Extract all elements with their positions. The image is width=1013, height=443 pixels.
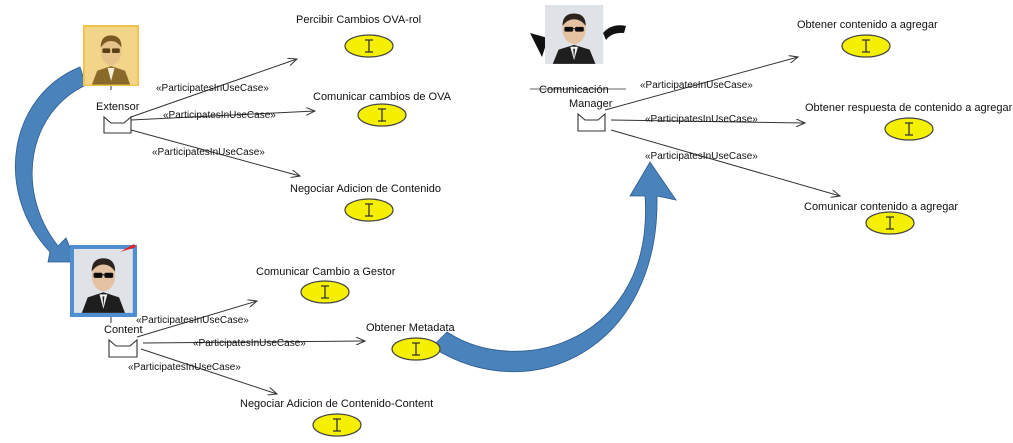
goal-negociar-adicion[interactable]: Negociar Adicion de Contenido [290, 183, 441, 222]
goal-label: Obtener Metadata [366, 322, 456, 334]
goal-glyph-icon [365, 203, 373, 217]
flow-arrow-extensor-to-content [14, 66, 87, 263]
goal-glyph-icon [886, 216, 894, 230]
goal-comunicar-cambios[interactable]: Comunicar cambios de OVA [313, 91, 452, 127]
goal-label: Obtener respuesta de contenido a agregar [805, 102, 1013, 114]
content-connector-1-label: «ParticipatesInUseCase» [136, 315, 249, 326]
manager-connector-3-label: «ParticipatesInUseCase» [645, 151, 758, 162]
goal-glyph-icon [378, 108, 386, 122]
content-connector-2 [142, 341, 365, 343]
goal-percibir-cambios[interactable]: Percibir Cambios OVA-rol [296, 14, 421, 58]
content-avatar [70, 244, 137, 323]
goal-label: Comunicar contenido a agregar [804, 201, 958, 213]
goal-glyph-icon [905, 122, 913, 136]
goal-label: Negociar Adicion de Contenido-Content [240, 398, 433, 410]
content-connector-3-label: «ParticipatesInUseCase» [128, 362, 241, 373]
extensor-role-label: Extensor [96, 101, 140, 113]
extensor-connector-3-label: «ParticipatesInUseCase» [152, 147, 265, 158]
manager-role-box[interactable] [577, 112, 606, 132]
extensor-connector-1-label: «ParticipatesInUseCase» [156, 83, 269, 94]
flow-arrow-content-to-manager [431, 161, 677, 372]
goal-glyph-icon [412, 342, 420, 356]
goal-negociar-adicion-content[interactable]: Negociar Adicion de Contenido-Content [240, 398, 433, 437]
extensor-avatar [83, 25, 139, 90]
manager-avatar [530, 5, 626, 64]
content-connector-2-label: «ParticipatesInUseCase» [193, 338, 306, 349]
manager-role-label-line2: Manager [569, 98, 613, 110]
content-connector-1 [136, 301, 257, 338]
goal-glyph-icon [333, 418, 341, 432]
extensor-connector-2-label: «ParticipatesInUseCase» [163, 110, 276, 121]
extensor-role-box[interactable] [103, 115, 132, 134]
goal-glyph-icon [321, 285, 329, 299]
manager-role-label-line1: Comunicación [539, 84, 609, 96]
goal-label: Obtener contenido a agregar [797, 19, 938, 31]
goal-obtener-metadata[interactable]: Obtener Metadata [366, 322, 456, 361]
content-role-label: Content [104, 324, 143, 336]
goal-label: Percibir Cambios OVA-rol [296, 14, 421, 26]
goal-comunicar-cambio-gestor[interactable]: Comunicar Cambio a Gestor [256, 266, 396, 304]
content-role-box[interactable] [108, 338, 138, 358]
manager-connector-1-label: «ParticipatesInUseCase» [640, 80, 753, 91]
manager-connector-2 [610, 120, 805, 123]
extensor-connector-1 [130, 59, 297, 118]
goal-label: Negociar Adicion de Contenido [290, 183, 441, 195]
goal-glyph-icon [365, 39, 373, 53]
content-connector-3 [140, 348, 277, 394]
extensor-connector-3 [130, 129, 300, 176]
manager-connector-1 [604, 57, 798, 111]
extensor-connector-2 [130, 111, 315, 121]
goal-label: Comunicar Cambio a Gestor [256, 266, 396, 278]
goal-obtener-contenido[interactable]: Obtener contenido a agregar [797, 19, 938, 58]
manager-connector-3 [610, 129, 840, 196]
manager-connector-2-label: «ParticipatesInUseCase» [645, 114, 758, 125]
goal-glyph-icon [862, 39, 870, 53]
goal-comunicar-contenido[interactable]: Comunicar contenido a agregar [804, 201, 958, 235]
goal-label: Comunicar cambios de OVA [313, 91, 452, 103]
goal-obtener-respuesta[interactable]: Obtener respuesta de contenido a agregar [805, 102, 1013, 141]
